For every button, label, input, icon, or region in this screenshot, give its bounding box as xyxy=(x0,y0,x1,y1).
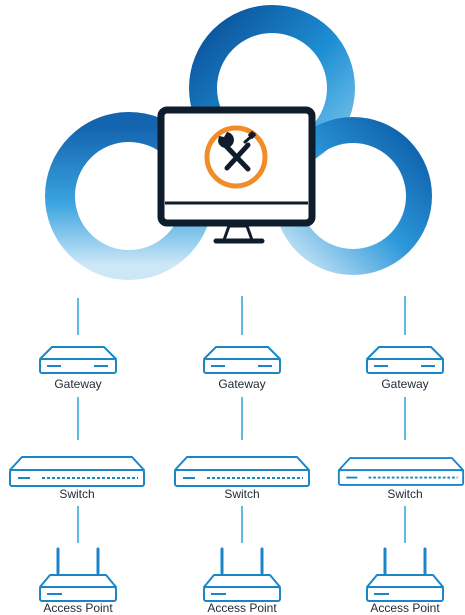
gateway-label: Gateway xyxy=(54,377,102,391)
gateway-icon xyxy=(39,346,117,374)
access-point-icon xyxy=(365,547,445,603)
gateway-icon xyxy=(366,346,444,374)
access-point-label: Access Point xyxy=(207,601,277,615)
switch-label: Switch xyxy=(59,487,95,501)
switch-label: Switch xyxy=(224,487,260,501)
access-point-icon xyxy=(202,547,282,603)
access-point-label: Access Point xyxy=(43,601,113,615)
switch-icon xyxy=(174,456,310,487)
gateway-label: Gateway xyxy=(381,377,429,391)
switch-icon xyxy=(9,456,145,487)
connector-lines xyxy=(77,296,406,543)
switch-label: Switch xyxy=(387,487,423,501)
gateway-label: Gateway xyxy=(218,377,266,391)
wrench-screwdriver-icon xyxy=(204,125,268,189)
access-point-icon xyxy=(38,547,118,603)
access-point-label: Access Point xyxy=(370,601,440,615)
gateway-icon xyxy=(203,346,281,374)
switch-icon xyxy=(337,457,465,486)
